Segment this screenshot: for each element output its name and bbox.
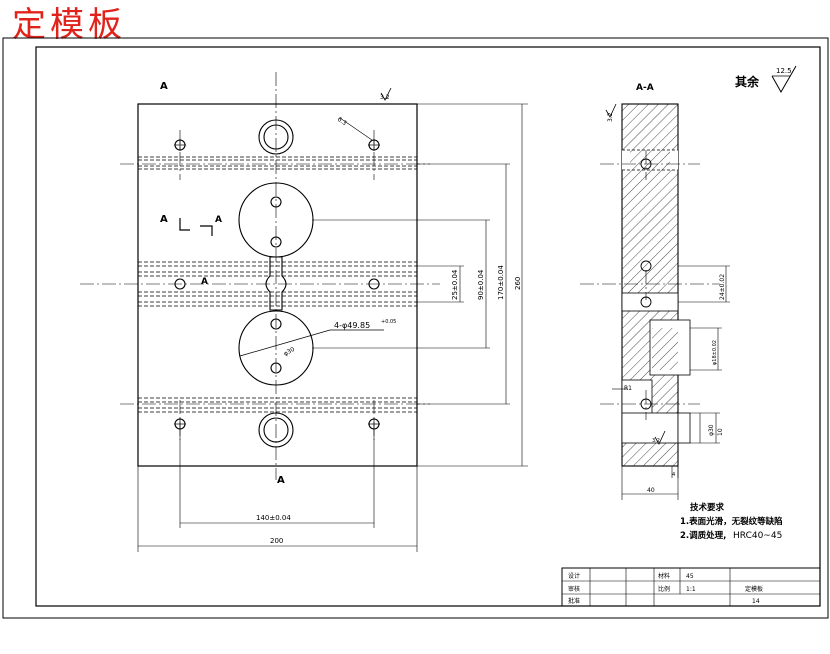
tb-r2c6: 定模板	[745, 585, 763, 593]
section-dim-10: 10	[717, 428, 724, 436]
dim-170: 170±0.04	[497, 265, 505, 300]
section-dim-r: R1	[624, 385, 632, 392]
plate-outline	[137, 103, 418, 467]
center-lines	[80, 72, 440, 480]
roughness-top-right: 3.2	[380, 94, 390, 101]
top-guide-bore	[258, 119, 294, 155]
page-heading: 定模板	[12, 5, 126, 45]
tb-r3c6: 14	[752, 598, 760, 605]
upper-cavity-hole-b	[270, 236, 282, 248]
dim-90: 90±0.04	[477, 269, 485, 300]
section-mark-inner: A	[201, 277, 208, 287]
roughness-hole: 6.3	[336, 116, 348, 127]
hole-callout: 4-φ49.85	[334, 321, 370, 330]
section-dim-bore: φ18±0.02	[712, 340, 718, 365]
tech-item-2-value: HRC40~45	[733, 531, 782, 541]
tb-r1c5: 45	[686, 573, 694, 580]
section-mark-bottom: A	[277, 475, 285, 486]
section-view: A-A 3.2	[580, 83, 730, 500]
section-hole-bottom	[640, 398, 652, 410]
hidden-lines	[138, 156, 417, 413]
front-view: A A A A A 3.2 6.3 4-φ49.85 +0.05 φ30	[80, 72, 528, 552]
section-hole-mid	[640, 260, 652, 272]
tb-r1c4: 材料	[658, 572, 670, 580]
inner-drawing-frame	[35, 46, 821, 607]
roughness-rest-value: 12.5	[776, 67, 792, 75]
section-roughness-center: 3.2	[652, 438, 660, 444]
tech-item-1: 1.表面光滑，无裂纹等缺陷	[680, 516, 783, 527]
hole-callout-sup: +0.05	[381, 319, 396, 325]
section-mark-mid-right: A	[215, 215, 222, 225]
dim-25: 25±0.04	[451, 269, 459, 300]
tech-item-2-prefix: 2.调质处理,	[680, 530, 726, 541]
bottom-guide-bore	[258, 412, 294, 448]
section-dim-24: 24±0.02	[719, 274, 726, 300]
tb-r2c5: 1:1	[686, 586, 696, 593]
tb-r1c1: 设计	[568, 572, 580, 580]
tb-r2c4: 比例	[658, 585, 670, 593]
tech-requirements: 技术要求 1.表面光滑，无裂纹等缺陷 2.调质处理, HRC40~45	[680, 502, 783, 541]
lower-cavity-hole-b	[270, 362, 282, 374]
bottom-guide-bore-inner	[263, 417, 289, 443]
small-dim: φ30	[283, 346, 297, 358]
section-roughness-left: 3.2	[607, 112, 614, 122]
screw-hole-ml	[174, 278, 186, 290]
section-hole-mid2	[640, 296, 652, 308]
title-block	[561, 567, 821, 607]
dim-height: 260	[514, 277, 522, 290]
dim-hole-spacing: 140±0.04	[256, 514, 291, 522]
section-mark-top: A	[160, 81, 168, 92]
tech-title: 技术要求	[690, 502, 725, 513]
roughness-rest-label: 其余	[735, 74, 760, 89]
lower-cavity-hole-a	[270, 318, 282, 330]
section-mark-mid-left: A	[160, 214, 168, 225]
tb-r2c1: 审核	[568, 585, 580, 593]
roughness-rest: 其余 12.5	[735, 65, 797, 94]
runner-channel	[265, 256, 287, 311]
tb-r3c1: 批准	[568, 597, 580, 605]
section-dim-thickness: 40	[647, 487, 655, 494]
dim-width: 200	[270, 537, 283, 545]
outer-sheet-border	[2, 37, 829, 619]
screw-hole-mr	[368, 278, 380, 290]
top-guide-bore-inner	[263, 124, 289, 150]
section-dim-4: 4	[672, 472, 675, 478]
section-title: A-A	[636, 83, 654, 93]
section-hole-top	[640, 158, 652, 170]
upper-cavity-hole-a	[270, 196, 282, 208]
section-dim-f: φ30	[708, 424, 715, 436]
